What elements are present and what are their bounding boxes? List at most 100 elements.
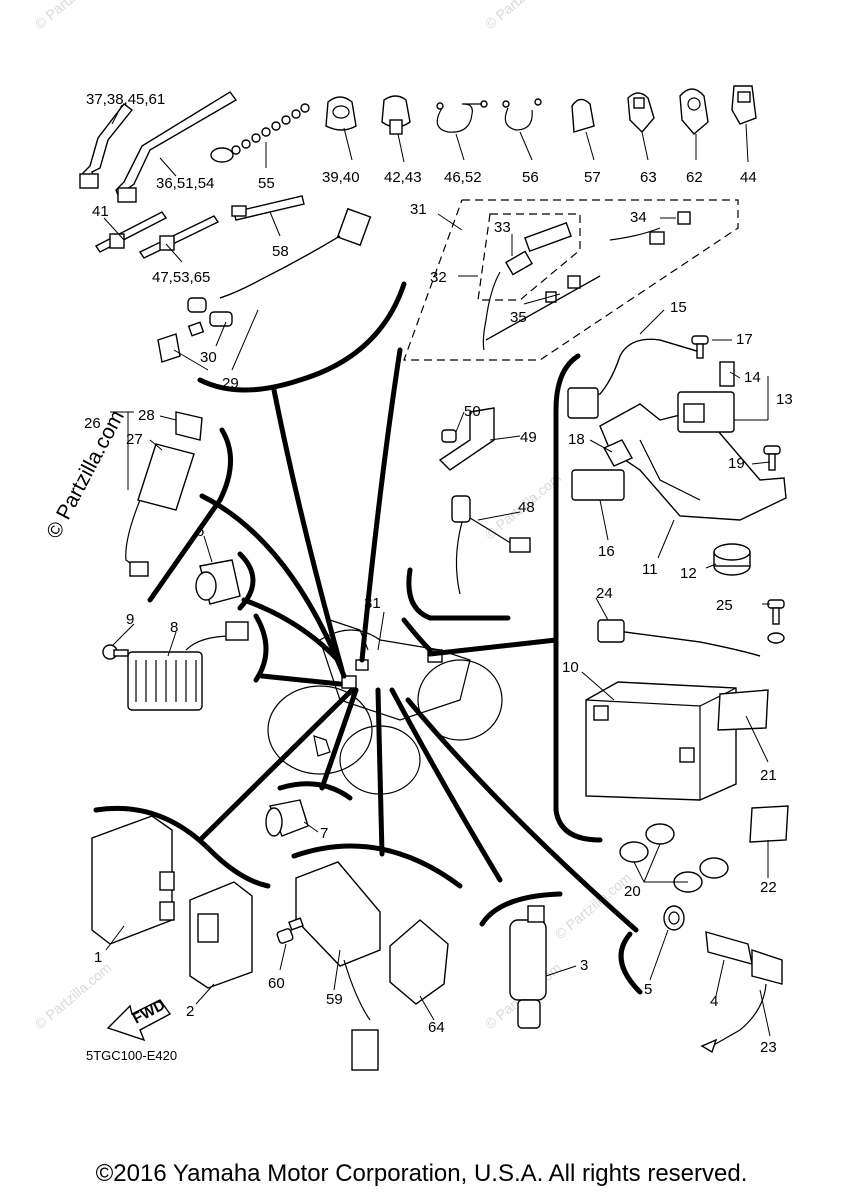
callout-27: 27 — [126, 431, 143, 448]
callout-58: 58 — [272, 243, 289, 260]
callout-46: 46,52 — [444, 169, 482, 186]
ignition-coil-3 — [509, 905, 547, 1029]
wire-harness-31-box — [403, 199, 739, 361]
bracket-48 — [406, 567, 511, 621]
callout-1: 1 — [94, 949, 102, 966]
bead-tie-55 — [210, 103, 310, 163]
callout-44: 44 — [740, 169, 757, 186]
cable-tie-41 — [94, 211, 168, 253]
callout-33: 33 — [494, 219, 511, 236]
callout-18: 18 — [568, 431, 585, 448]
fwd-arrow: FWD — [106, 996, 172, 1042]
ecu-1 — [91, 815, 175, 945]
leader-59-center — [375, 687, 385, 857]
clip-44 — [731, 85, 757, 125]
callout-5: 5 — [644, 981, 652, 998]
callout-57: 57 — [584, 169, 601, 186]
callout-13: 13 — [776, 391, 793, 408]
callout-16: 16 — [598, 543, 615, 560]
washer-5 — [663, 905, 685, 931]
bolt-25 — [767, 599, 785, 625]
callout-63: 63 — [640, 169, 657, 186]
callout-35: 35 — [510, 309, 527, 326]
callout-24: 24 — [596, 585, 613, 602]
callout-49: 49 — [520, 429, 537, 446]
callout-14: 14 — [744, 369, 761, 386]
cable-tie-58 — [231, 195, 305, 221]
callout-11: 11 — [642, 561, 658, 578]
relay-bracket-11 — [599, 403, 787, 521]
clip-62 — [679, 88, 709, 135]
callout-15: 15 — [670, 299, 687, 316]
callout-29: 29 — [222, 375, 239, 392]
callout-50: 50 — [464, 403, 481, 420]
callout-23: 23 — [760, 1039, 777, 1056]
bracket-6 — [237, 551, 256, 611]
callout-36: 36,51,54 — [156, 175, 214, 192]
clip-57 — [571, 98, 595, 133]
leader-48-center — [401, 617, 433, 653]
callout-7: 7 — [320, 825, 328, 842]
callout-22: 22 — [760, 879, 777, 896]
bracket-7 — [277, 781, 353, 801]
callout-26: 26 — [84, 415, 101, 432]
copyright-notice: ©2016 Yamaha Motor Corporation, U.S.A. A… — [95, 1160, 748, 1187]
bolt-19 — [763, 445, 781, 471]
watermark-top-right: © Partzilla.com — [482, 0, 565, 32]
clip-63 — [627, 92, 655, 134]
callout-17: 17 — [736, 331, 753, 348]
callout-55: 55 — [258, 175, 275, 192]
sensor-7 — [265, 799, 309, 837]
cable-tie-36 — [115, 91, 238, 203]
callout-28: 28 — [138, 407, 155, 424]
bracket-8 — [253, 613, 269, 683]
bracket-right-group — [553, 353, 603, 843]
callout-31-center: 31 — [364, 595, 381, 612]
leader-battery-center — [427, 637, 559, 657]
callout-25: 25 — [716, 597, 733, 614]
callout-60: 60 — [268, 975, 285, 992]
leader-8-center — [259, 673, 343, 687]
callout-3: 3 — [580, 957, 588, 974]
battery-lead-24 — [597, 619, 785, 657]
module-2 — [189, 881, 253, 989]
clamp-39 — [325, 96, 357, 131]
damper-20 — [619, 823, 729, 893]
bracket-49 — [438, 407, 495, 471]
lead-29 — [173, 349, 209, 371]
switch-48 — [451, 495, 531, 595]
watermark-lower-right: © Partzilla.com — [552, 869, 635, 942]
callout-42: 42,43 — [384, 169, 422, 186]
callout-9: 9 — [126, 611, 134, 628]
callout-21: 21 — [760, 767, 777, 784]
callout-4: 4 — [710, 993, 718, 1010]
sensor-6 — [195, 559, 241, 605]
diagram-code: 5TGC100-E420 — [86, 1048, 177, 1063]
callout-64: 64 — [428, 1019, 445, 1036]
watermark-bottom-left: © Partzilla.com — [32, 959, 115, 1032]
leader-3-center — [389, 687, 503, 883]
callout-59: 59 — [326, 991, 343, 1008]
fuse-14 — [719, 361, 735, 387]
pad-22 — [749, 805, 789, 843]
callout-56: 56 — [522, 169, 539, 186]
cable-tie-47 — [138, 215, 220, 259]
callout-34: 34 — [630, 209, 647, 226]
watermark-top-left: © Partzilla.com — [32, 0, 115, 32]
callout-41: 41 — [92, 203, 109, 220]
sub-wire-harness-29 — [157, 207, 372, 363]
callout-48: 48 — [518, 499, 535, 516]
leader-31-center — [359, 347, 403, 663]
bracket-3 — [479, 891, 563, 927]
callout-8: 8 — [170, 619, 178, 636]
plug-cap-23 — [700, 983, 767, 1054]
bolt-60 — [276, 917, 304, 944]
rectifier-regulator-8 — [127, 621, 249, 711]
leader-29-center — [271, 387, 345, 673]
bracket-26 — [147, 427, 233, 603]
bracket-59 — [291, 843, 463, 889]
callout-62: 62 — [686, 169, 703, 186]
bracket-1-2 — [93, 805, 271, 889]
bolt-50 — [441, 429, 457, 443]
